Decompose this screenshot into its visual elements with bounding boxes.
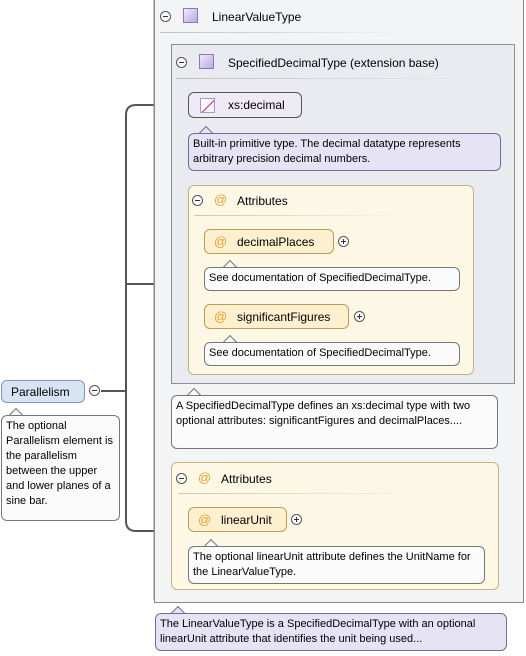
expand-significant-figures-icon[interactable] [354, 311, 365, 322]
collapse-parallelism-icon[interactable] [89, 385, 100, 396]
at-sign-icon: @ [198, 470, 212, 485]
significant-figures-note: See documentation of SpecifiedDecimalTyp… [204, 342, 460, 366]
xs-decimal-label: xs:decimal [228, 98, 285, 112]
decimal-places-note: See documentation of SpecifiedDecimalTyp… [204, 267, 460, 291]
at-sign-icon: @ [214, 192, 228, 207]
outer-attributes-title: Attributes [221, 472, 272, 486]
linear-value-type-title: LinearValueType [212, 10, 302, 24]
attribute-significant-figures[interactable]: @ significantFigures [204, 304, 349, 329]
xs-decimal-note: Built-in primitive type. The decimal dat… [188, 133, 501, 171]
parallelism-element[interactable]: Parallelism [1, 380, 85, 403]
linear-unit-label: linearUnit [221, 513, 272, 527]
specified-decimal-note: A SpecifiedDecimalType defines an xs:dec… [171, 395, 498, 449]
significant-figures-label: significantFigures [237, 310, 331, 324]
expand-decimal-places-icon[interactable] [338, 236, 349, 247]
xs-decimal-node[interactable]: xs:decimal [188, 92, 302, 118]
linear-value-type-note: The LinearValueType is a SpecifiedDecima… [155, 613, 507, 651]
decimal-places-label: decimalPlaces [237, 235, 315, 249]
specified-decimal-type-title: SpecifiedDecimalType (extension base) [228, 56, 439, 70]
attribute-linear-unit[interactable]: @ linearUnit [188, 507, 287, 532]
expand-linear-unit-icon[interactable] [291, 514, 302, 525]
parallelism-note: The optional Parallelism element is the … [1, 415, 120, 521]
at-sign-icon: @ [214, 234, 228, 249]
complex-type-icon [183, 8, 198, 23]
collapse-linear-value-type-icon[interactable] [160, 11, 171, 22]
at-sign-icon: @ [214, 309, 228, 324]
at-sign-icon: @ [198, 512, 212, 527]
collapse-specified-decimal-icon[interactable] [176, 57, 187, 68]
linear-unit-note: The optional linearUnit attribute define… [188, 546, 485, 584]
inner-attributes-title: Attributes [237, 194, 288, 208]
parallelism-label: Parallelism [11, 385, 70, 399]
simple-type-icon [200, 98, 215, 113]
complex-type-icon [199, 54, 214, 69]
collapse-outer-attributes-icon[interactable] [176, 473, 187, 484]
collapse-inner-attributes-icon[interactable] [192, 195, 203, 206]
attribute-decimal-places[interactable]: @ decimalPlaces [204, 229, 334, 254]
